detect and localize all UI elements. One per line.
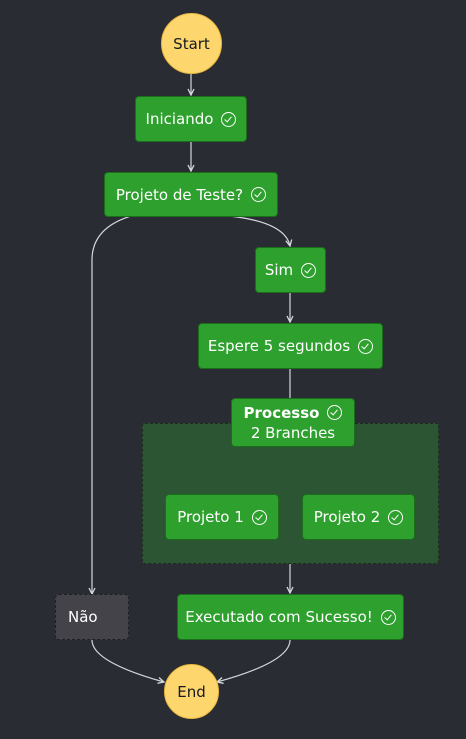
edge-projeto-de-teste-sim [228,215,290,246]
projeto1-node[interactable]: Projeto 1 [165,494,279,540]
iniciando-label: Iniciando [145,110,214,128]
end-node[interactable]: End [164,664,219,719]
espere-node[interactable]: Espere 5 segundos [198,323,383,369]
sim-label: Sim [264,261,294,279]
end-label: End [177,682,206,701]
executado-node[interactable]: Executado com Sucesso! [177,594,404,640]
processo-title: Processo [243,403,320,422]
projeto-de-teste-label: Projeto de Teste? [115,185,244,204]
processo-node[interactable]: Processo 2 Branches [231,398,355,447]
processo-subtitle: 2 Branches [250,423,336,442]
check-circle-icon [327,405,343,420]
iniciando-node[interactable]: Iniciando [135,96,247,142]
check-circle-icon [251,187,267,202]
sim-node[interactable]: Sim [255,247,326,293]
check-circle-icon [301,262,317,278]
nao-node[interactable]: Não [55,594,129,640]
check-circle-icon [251,509,267,525]
projeto2-node[interactable]: Projeto 2 [302,494,415,540]
check-circle-icon [358,338,374,354]
espere-label: Espere 5 segundos [207,337,351,355]
check-circle-icon [221,111,237,127]
check-circle-icon [388,509,404,525]
check-circle-icon [380,609,396,625]
projeto-de-teste-node[interactable]: Projeto de Teste? [104,172,278,217]
start-label: Start [173,34,210,53]
projeto1-label: Projeto 1 [177,508,244,526]
start-node[interactable]: Start [161,13,222,74]
edge-executado-end [217,639,291,682]
edge-nao-end [91,639,164,682]
projeto2-label: Projeto 2 [313,508,381,526]
edge-projeto-de-teste-nao [92,215,132,594]
executado-label: Executado com Sucesso! [185,608,373,626]
nao-label: Não [68,608,98,626]
